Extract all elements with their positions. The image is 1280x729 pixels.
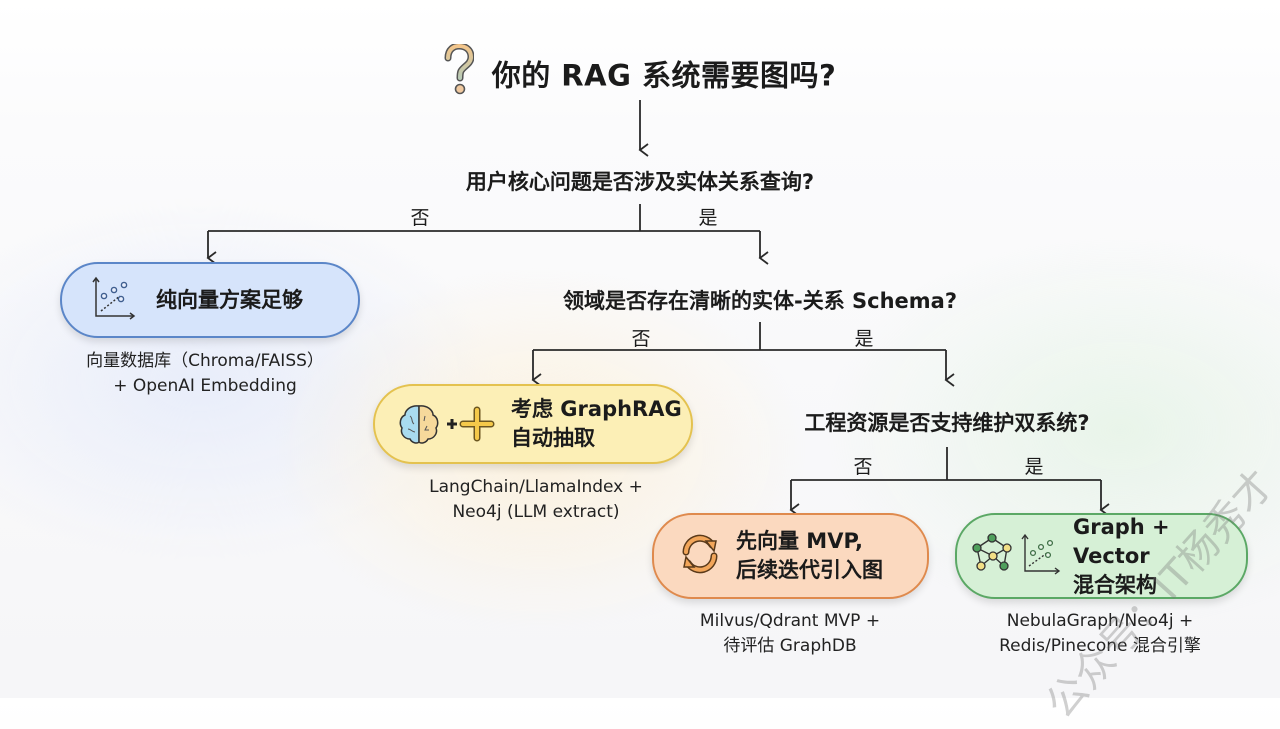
- scatter-plot-icon: [1021, 533, 1061, 579]
- outcome-graphrag-detail: LangChain/LlamaIndex + Neo4j (LLM extrac…: [429, 475, 643, 525]
- outcome-graphrag-auto-extract: 考虑 GraphRAG 自动抽取: [373, 384, 693, 464]
- outcome-pure-vector-label: 纯向量方案足够: [156, 287, 303, 312]
- detail-line: Neo4j (LLM extract): [452, 502, 620, 522]
- outcome-hybrid-detail: NebulaGraph/Neo4j + Redis/Pinecone 混合引擎: [999, 609, 1201, 659]
- outcome-vector-mvp-label: 先向量 MVP, 后续迭代引入图: [736, 527, 883, 585]
- detail-line: 向量数据库（Chroma/FAISS）: [86, 351, 324, 371]
- label-line: 先向量 MVP,: [736, 529, 863, 553]
- outcome-pure-vector: 纯向量方案足够: [60, 262, 360, 338]
- label-line: 后续迭代引入图: [736, 558, 883, 582]
- title-text: 你的 RAG 系统需要图吗?: [491, 58, 837, 93]
- question-3: 工程资源是否支持维护双系统?: [804, 411, 1090, 435]
- branch-label-q1-no: 否: [410, 207, 430, 229]
- detail-line: NebulaGraph/Neo4j +: [1006, 611, 1194, 631]
- question-2: 领域是否存在清晰的实体-关系 Schema?: [562, 289, 958, 313]
- label-line: 混合架构: [1073, 572, 1157, 597]
- detail-line: Milvus/Qdrant MVP +: [699, 611, 881, 631]
- scatter-plot-icon: [92, 276, 136, 324]
- detail-line: Redis/Pinecone 混合引擎: [999, 636, 1201, 656]
- outcome-hybrid-label: Graph + Vector 混合架构: [1073, 513, 1246, 600]
- diagram-title: 你的 RAG 系统需要图吗?: [0, 42, 1280, 103]
- refresh-cycle-icon: [678, 532, 722, 580]
- label-line: 自动抽取: [511, 426, 595, 450]
- detail-line: LangChain/LlamaIndex +: [429, 477, 643, 497]
- branch-label-q3-no: 否: [853, 456, 873, 478]
- outcome-graph-vector-hybrid: Graph + Vector 混合架构: [955, 513, 1248, 599]
- outcome-graphrag-label: 考虑 GraphRAG 自动抽取: [511, 395, 682, 453]
- flow-connectors: [206, 100, 1110, 517]
- branch-label-q2-yes: 是: [854, 328, 874, 350]
- graph-network-icon: [967, 532, 1019, 580]
- outcome-vector-mvp-detail: Milvus/Qdrant MVP + 待评估 GraphDB: [700, 609, 880, 659]
- branch-label-q3-yes: 是: [1024, 456, 1044, 478]
- detail-line: 待评估 GraphDB: [723, 636, 857, 656]
- question-1: 用户核心问题是否涉及实体关系查询?: [465, 170, 815, 194]
- detail-line: + OpenAI Embedding: [113, 376, 297, 396]
- branch-label-q1-yes: 是: [698, 207, 718, 229]
- branch-label-q2-no: 否: [631, 328, 651, 350]
- brain-plus-icon: [397, 402, 497, 446]
- question-mark-icon: [444, 42, 475, 103]
- label-line: 考虑 GraphRAG: [511, 397, 682, 421]
- outcome-pure-vector-detail: 向量数据库（Chroma/FAISS） + OpenAI Embedding: [86, 349, 324, 399]
- outcome-vector-mvp-first: 先向量 MVP, 后续迭代引入图: [652, 513, 929, 599]
- label-line: Graph + Vector: [1073, 514, 1170, 568]
